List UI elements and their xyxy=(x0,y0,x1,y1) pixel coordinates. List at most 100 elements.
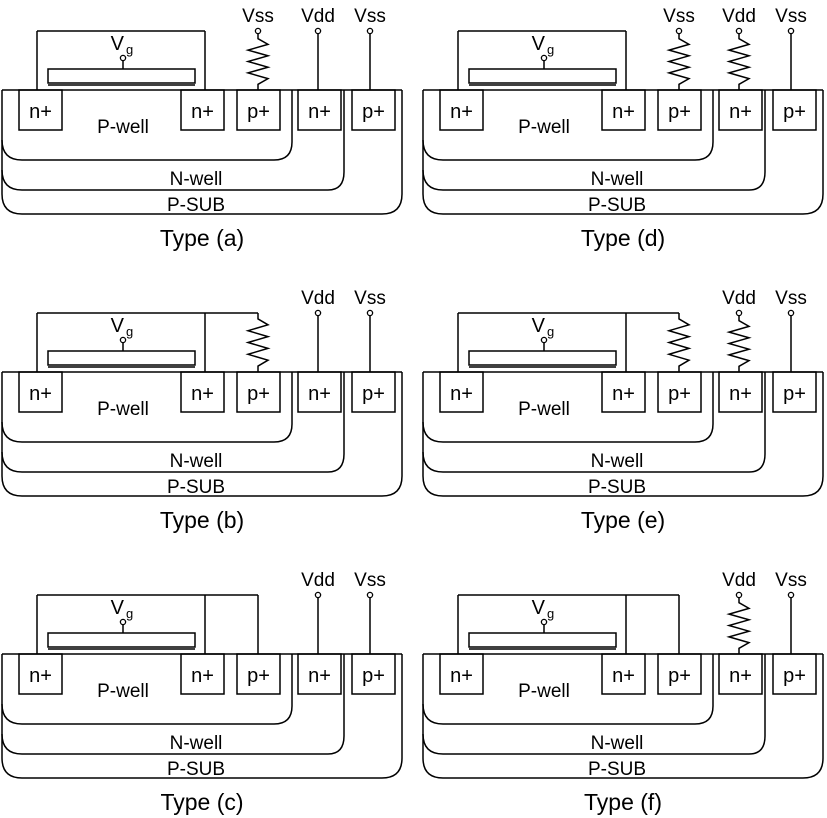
connection-2-label: Vdd xyxy=(722,570,756,591)
p-well-label: P-well xyxy=(518,399,570,420)
connection-3-label: Vss xyxy=(775,6,807,27)
n-plus-drain xyxy=(180,653,225,695)
n-plus-source-label: n+ xyxy=(29,101,52,123)
n-plus-drain xyxy=(180,89,225,131)
terminal-node xyxy=(119,618,127,626)
p-well-label: P-well xyxy=(518,681,570,702)
vg-label: V xyxy=(111,33,125,55)
p-sub-region xyxy=(1,372,403,497)
n-plus-drain-label: n+ xyxy=(191,101,214,123)
n-plus-nwell-contact-label: n+ xyxy=(729,383,752,405)
p-sub-region xyxy=(422,90,824,215)
n-well-region xyxy=(1,372,345,473)
resistor-symbol xyxy=(726,315,752,372)
resistor-symbol xyxy=(666,313,692,372)
connection-3-label: Vss xyxy=(354,570,386,591)
n-plus-source-label: n+ xyxy=(29,665,52,687)
terminal-node xyxy=(787,309,795,317)
p-well-label: P-well xyxy=(97,117,149,138)
n-plus-source-label: n+ xyxy=(450,383,473,405)
terminal-node xyxy=(540,336,548,344)
n-plus-drain xyxy=(601,653,646,695)
n-well-region xyxy=(422,654,766,755)
n-plus-drain-label: n+ xyxy=(612,383,635,405)
resistor-symbol xyxy=(666,33,692,90)
n-well-region xyxy=(1,654,345,755)
connection-3-label: Vss xyxy=(354,6,386,27)
p-plus-sub-contact-label: p+ xyxy=(783,383,806,405)
resistor-symbol xyxy=(245,33,271,90)
vg-subscript: g xyxy=(547,606,554,621)
n-well-region xyxy=(422,372,766,473)
n-plus-drain xyxy=(601,371,646,413)
p-well-region xyxy=(1,654,293,725)
p-well-region xyxy=(422,372,714,443)
p-well-region xyxy=(1,90,293,161)
n-plus-nwell-contact-label: n+ xyxy=(729,101,752,123)
n-plus-drain-label: n+ xyxy=(191,665,214,687)
p-sub-region xyxy=(422,654,824,779)
p-sub-region xyxy=(422,372,824,497)
terminal-node xyxy=(314,27,322,35)
n-plus-nwell-contact-label: n+ xyxy=(308,101,331,123)
p-plus-sub-contact-label: p+ xyxy=(362,665,385,687)
n-plus-source xyxy=(439,89,484,131)
p-plus-pwell-contact-label: p+ xyxy=(668,101,691,123)
resistor-symbol xyxy=(245,313,271,372)
p-plus-sub-contact-label: p+ xyxy=(783,101,806,123)
terminal-node xyxy=(314,591,322,599)
p-sub-label: P-SUB xyxy=(167,759,225,780)
p-plus-sub-contact xyxy=(772,371,817,413)
n-well-label: N-well xyxy=(170,733,223,754)
terminal-node xyxy=(366,591,374,599)
p-plus-pwell-contact-label: p+ xyxy=(668,665,691,687)
n-plus-nwell-contact xyxy=(718,371,763,413)
panel-title: Type (c) xyxy=(160,789,243,815)
vg-subscript: g xyxy=(126,42,133,57)
n-plus-source-label: n+ xyxy=(450,665,473,687)
n-well-region xyxy=(1,90,345,191)
p-plus-sub-contact xyxy=(351,653,396,695)
vg-subscript: g xyxy=(547,42,554,57)
n-plus-drain-label: n+ xyxy=(191,383,214,405)
n-well-label: N-well xyxy=(591,451,644,472)
connection-3-label: Vss xyxy=(775,570,807,591)
terminal-node xyxy=(366,309,374,317)
vg-subscript: g xyxy=(547,324,554,339)
p-plus-pwell-contact-label: p+ xyxy=(247,383,270,405)
p-sub-label: P-SUB xyxy=(588,759,646,780)
p-plus-sub-contact-label: p+ xyxy=(362,383,385,405)
p-plus-pwell-contact-label: p+ xyxy=(668,383,691,405)
p-sub-label: P-SUB xyxy=(588,477,646,498)
n-plus-nwell-contact-label: n+ xyxy=(729,665,752,687)
n-plus-source xyxy=(439,371,484,413)
n-plus-drain-label: n+ xyxy=(612,665,635,687)
vg-label: V xyxy=(532,315,546,337)
n-plus-drain xyxy=(601,89,646,131)
connection-2-label: Vdd xyxy=(301,288,335,309)
gate-poly xyxy=(468,632,617,648)
p-sub-region xyxy=(1,90,403,215)
n-well-label: N-well xyxy=(591,169,644,190)
resistor-symbol xyxy=(726,33,752,90)
terminal-node xyxy=(119,54,127,62)
n-plus-drain-label: n+ xyxy=(612,101,635,123)
p-well-label: P-well xyxy=(97,681,149,702)
n-plus-nwell-contact-label: n+ xyxy=(308,665,331,687)
terminal-node xyxy=(735,591,743,599)
n-plus-source xyxy=(439,653,484,695)
p-plus-sub-contact xyxy=(772,653,817,695)
p-well-region xyxy=(422,654,714,725)
terminal-node xyxy=(735,309,743,317)
n-plus-source xyxy=(18,371,63,413)
n-well-label: N-well xyxy=(591,733,644,754)
p-plus-sub-contact xyxy=(351,89,396,131)
n-plus-source xyxy=(18,89,63,131)
vg-subscript: g xyxy=(126,606,133,621)
n-well-label: N-well xyxy=(170,451,223,472)
gate-poly xyxy=(47,68,196,84)
